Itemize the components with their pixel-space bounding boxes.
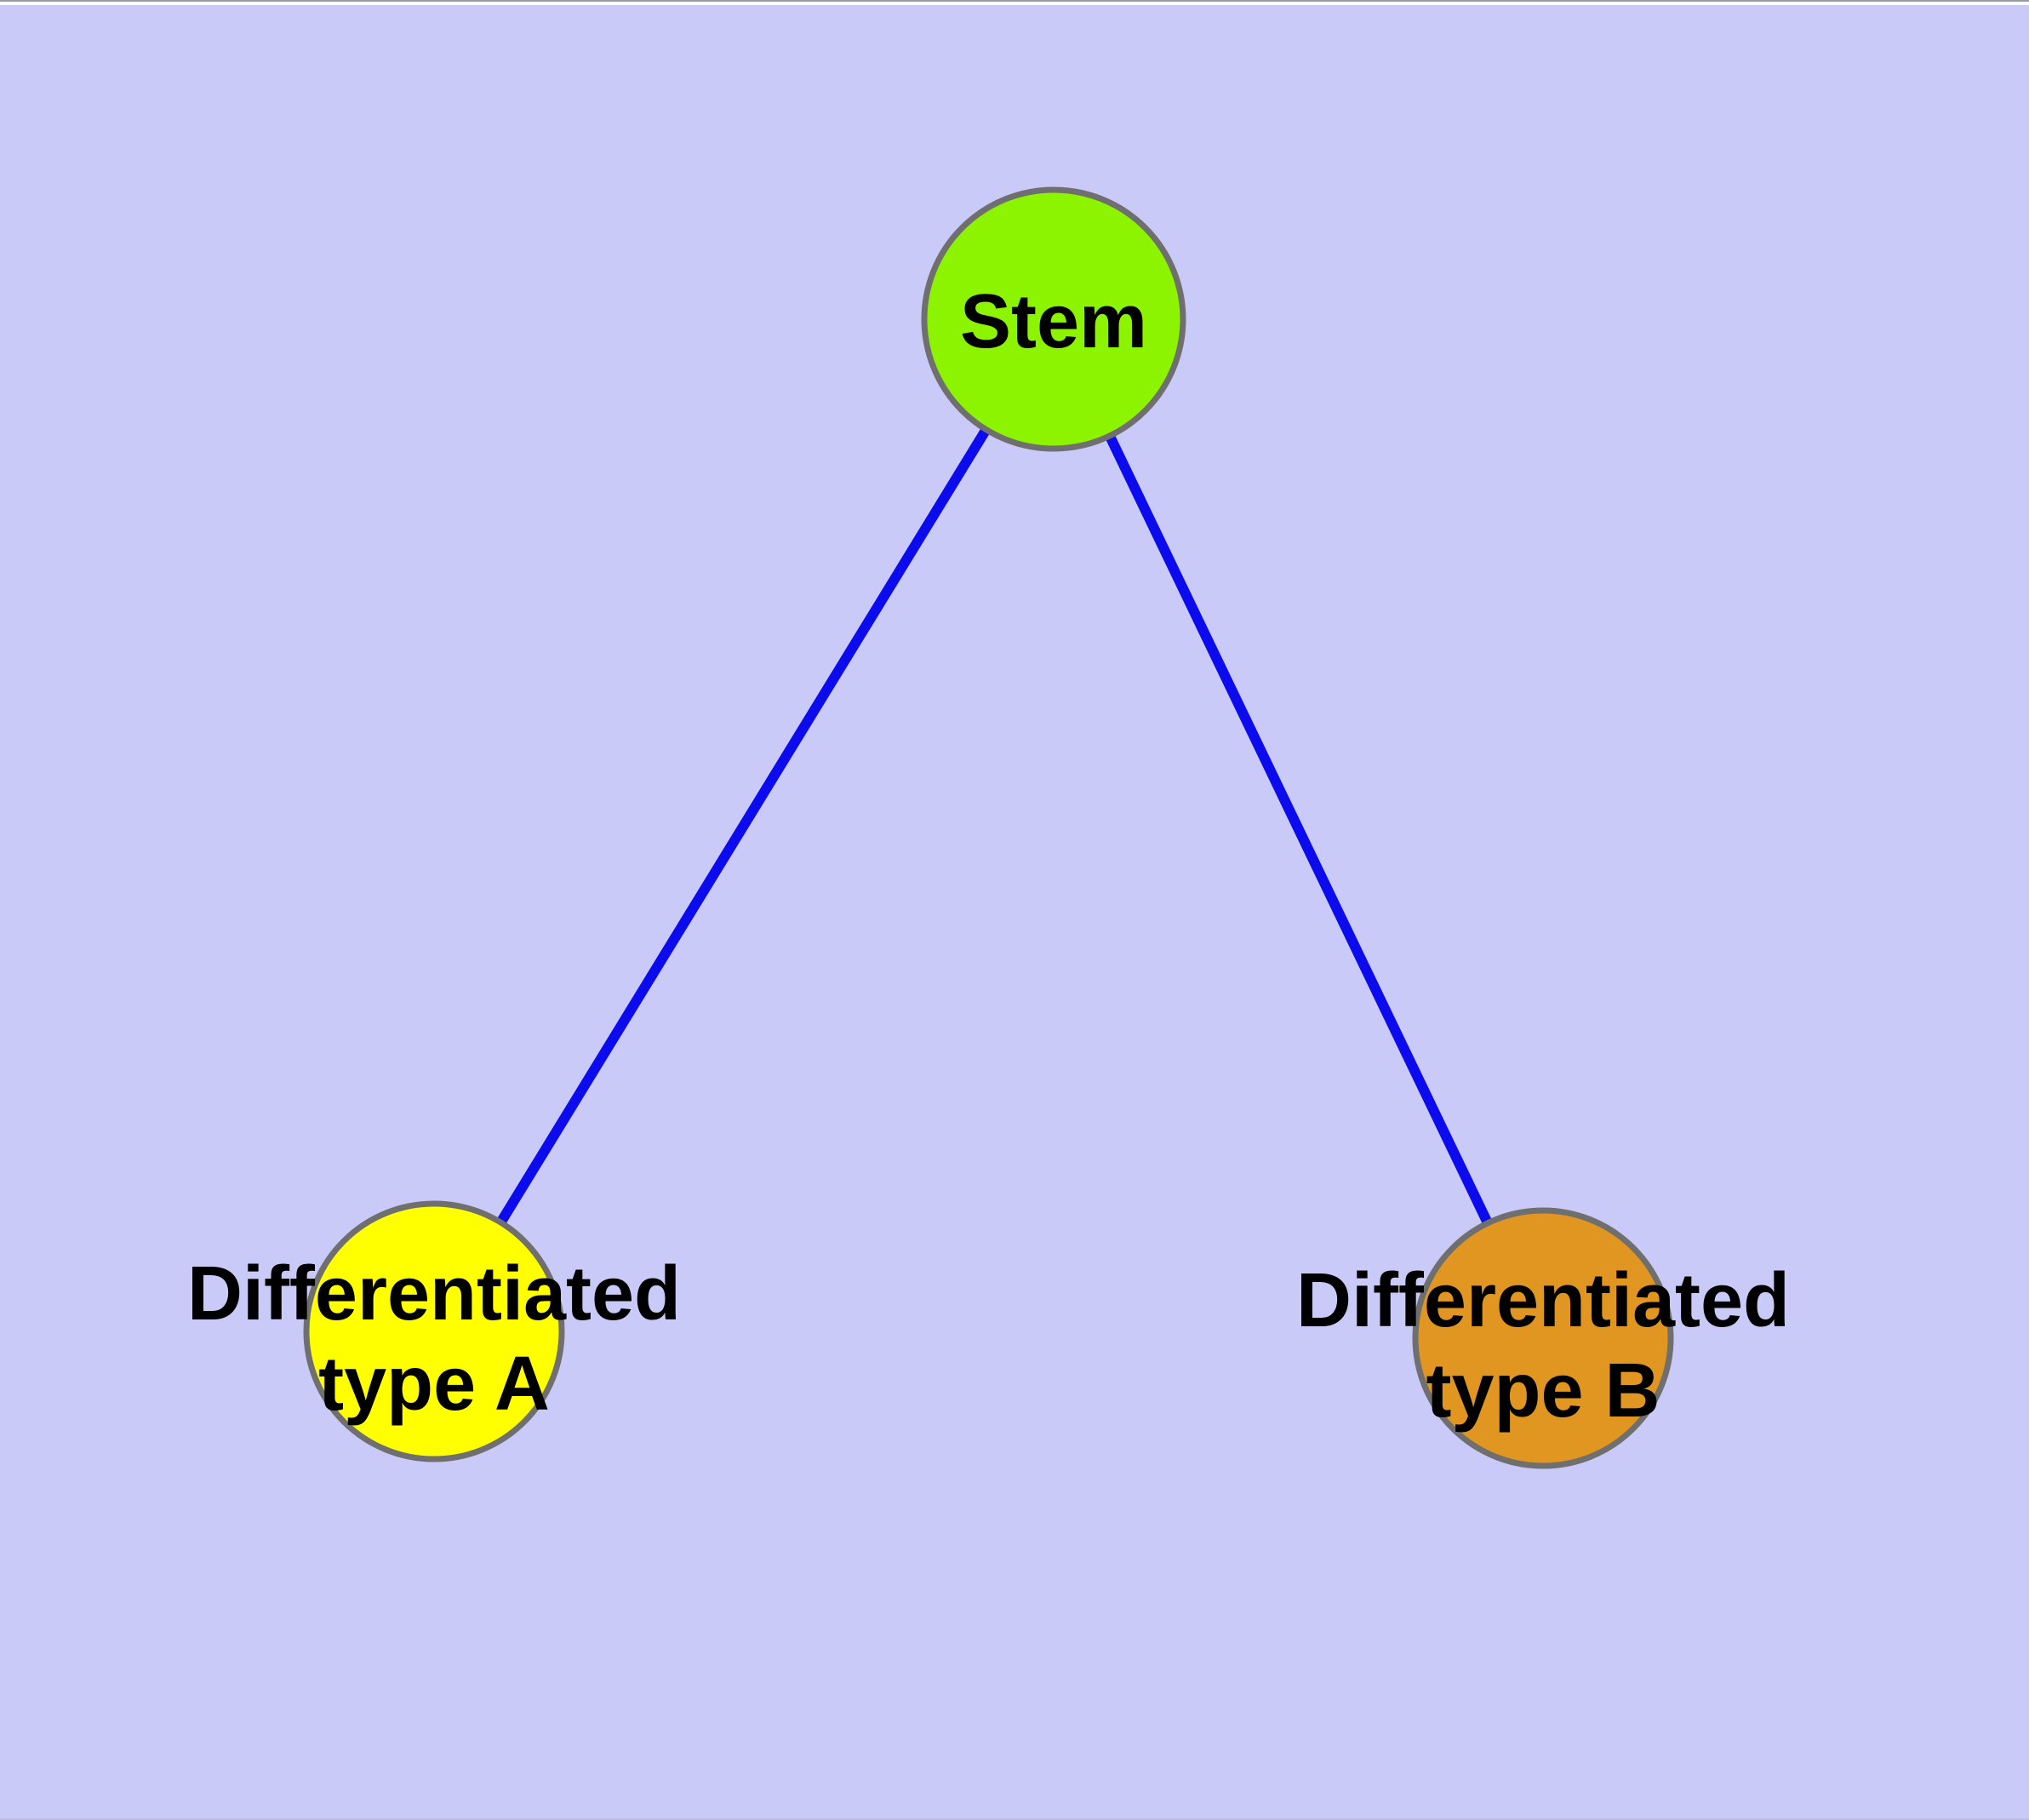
edge-stem-to-type-b[interactable] xyxy=(1049,317,1548,1341)
node-stem-label: Stem xyxy=(960,279,1147,364)
node-differentiated-type-a[interactable] xyxy=(303,1200,565,1462)
node-type-a-label-line2: type A xyxy=(318,1342,550,1427)
window-top-edge xyxy=(0,0,2029,5)
edge-stem-to-type-a[interactable] xyxy=(429,316,1059,1335)
node-type-a-label-line1: Differentiated xyxy=(187,1251,681,1336)
node-type-b-label-line2: type B xyxy=(1426,1348,1660,1434)
node-differentiated-type-b[interactable] xyxy=(1412,1207,1674,1469)
node-type-b-label-line1: Differentiated xyxy=(1296,1258,1790,1343)
window-bottom-edge xyxy=(0,1818,2029,1820)
node-stem[interactable] xyxy=(921,186,1186,452)
